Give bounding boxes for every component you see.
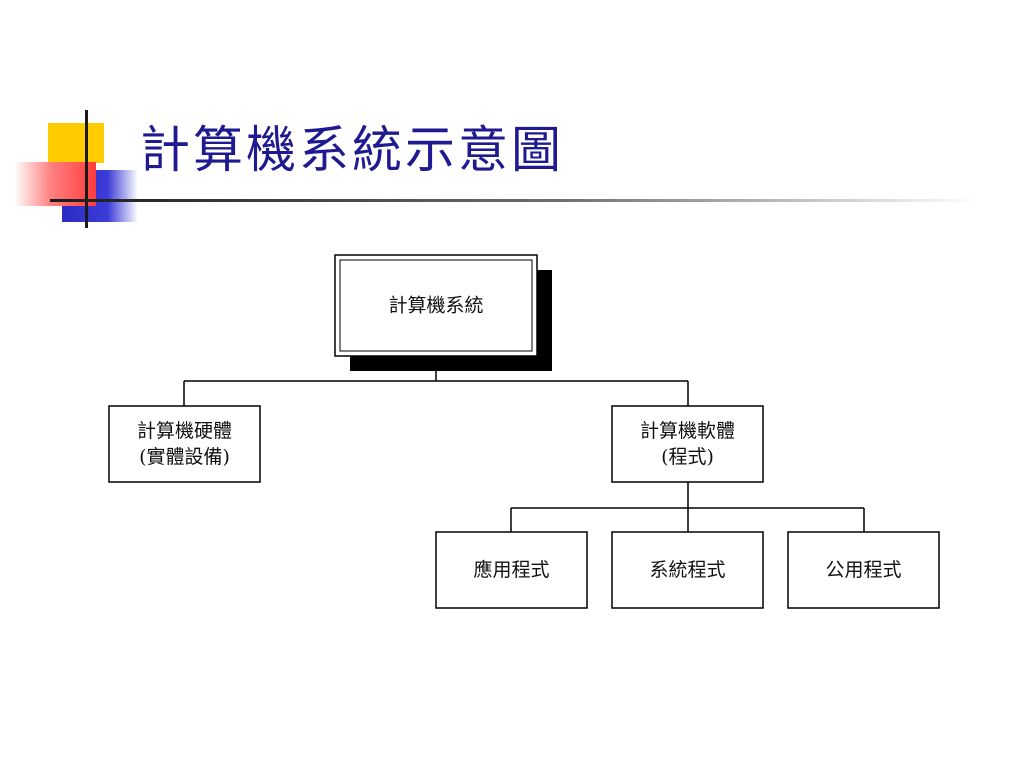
node-root: 計算機系統 [334,254,552,371]
node-utility-label-0: 公用程式 [825,559,901,581]
node-hardware: 計算機硬體 (實體設備) [108,405,261,483]
node-utility: 公用程式 [787,531,940,609]
node-software-label-0: 計算機軟體 [640,420,735,442]
node-system: 系統程式 [611,531,764,609]
node-root-box [334,254,538,357]
node-root-label-0: 計算機系統 [388,295,483,317]
node-software-box [611,405,764,483]
node-application-box [435,531,588,609]
node-hardware-label-0: 計算機硬體 [137,420,232,442]
node-software-label-1: (程式) [661,446,714,468]
node-hardware-label-1: (實體設備) [139,446,230,468]
node-system-label-0: 系統程式 [649,559,725,581]
node-software: 計算機軟體 (程式) [611,405,764,483]
page-title: 計算機系統示意圖 [140,121,564,179]
node-root-inner-border [339,259,533,352]
node-system-box [611,531,764,609]
node-application-label-0: 應用程式 [473,558,549,581]
node-hardware-box [108,405,261,483]
node-utility-box [787,531,940,609]
node-application: 應用程式 [435,531,588,609]
